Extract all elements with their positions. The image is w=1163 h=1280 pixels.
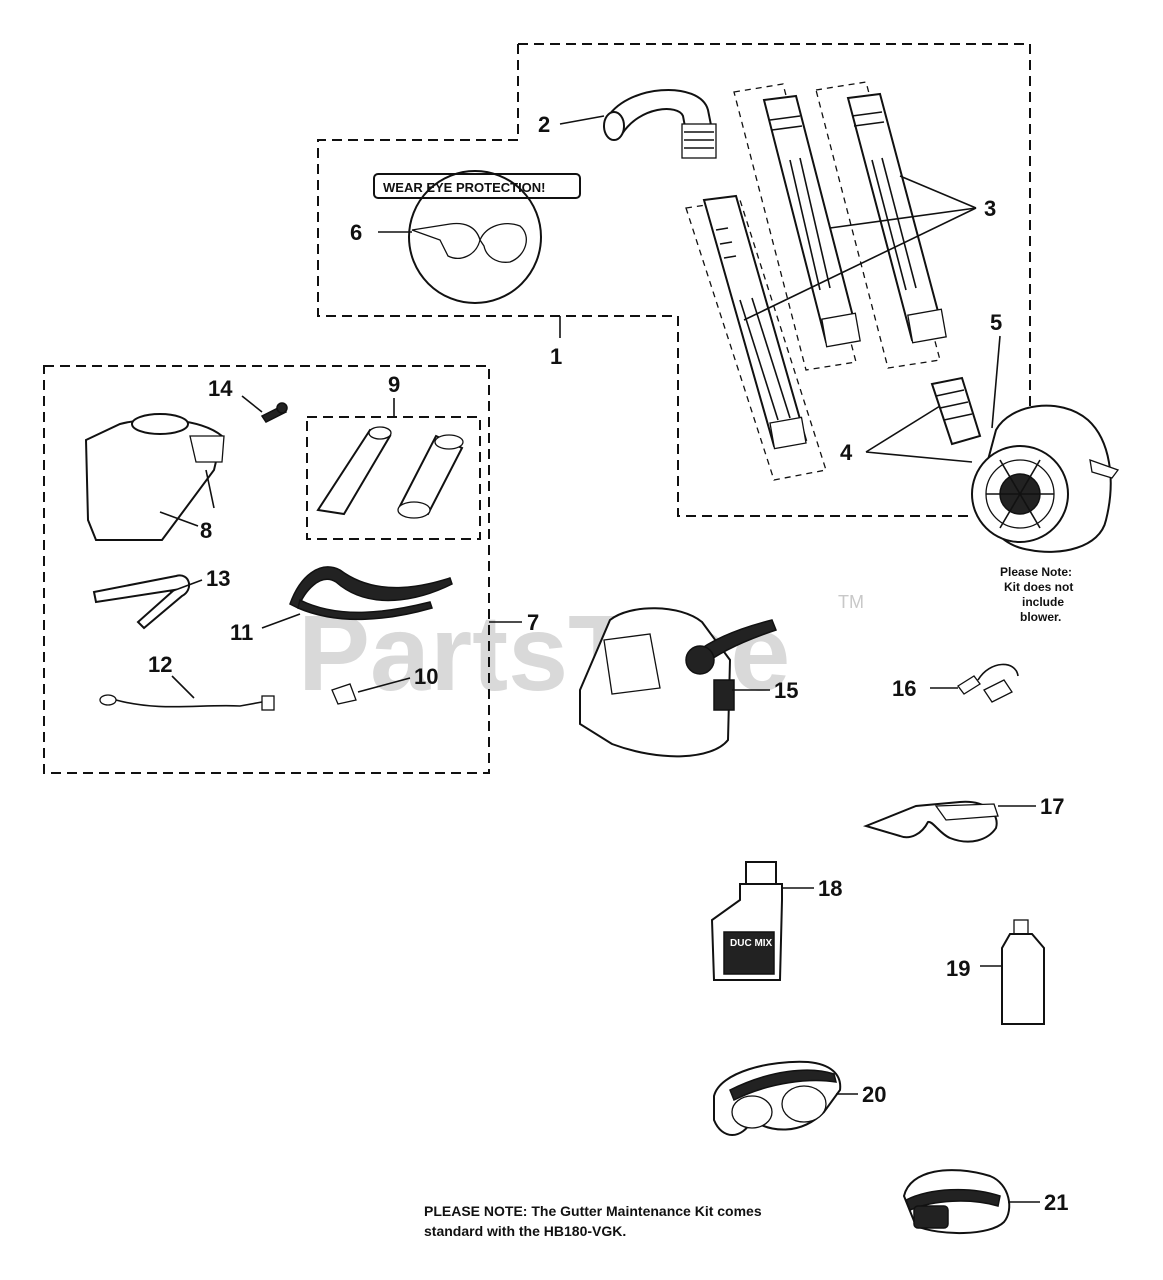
footer-note-line-1: PLEASE NOTE: The Gutter Maintenance Kit …: [424, 1203, 762, 1219]
fuel-can: [579, 607, 777, 758]
elbow-tube: [603, 88, 717, 159]
bottle-label: DUC MIX: [730, 938, 773, 949]
callout-18: 18: [818, 876, 842, 901]
part-12-leader: [171, 675, 195, 699]
safety-glasses: [862, 800, 999, 843]
callout-2: 2: [538, 112, 550, 137]
callout-12: 12: [148, 652, 172, 677]
callout-9: 9: [388, 372, 400, 397]
blower-note-line-3: include: [1022, 595, 1064, 609]
part-11-leader: [261, 613, 301, 629]
part-3-leader-c: [743, 207, 977, 321]
warning-label: WEAR EYE PROTECTION!: [383, 180, 546, 195]
part-5-leader: [991, 335, 1001, 429]
blower-nozzle: [930, 376, 982, 446]
callout-11: 11: [230, 620, 253, 645]
part-4-leader-b: [865, 451, 973, 463]
nozzle-tips: [316, 426, 464, 519]
tube-guide-1: [733, 83, 857, 371]
part-13-leader: [169, 579, 203, 593]
gutter-hood: [84, 413, 225, 541]
part-4-leader-a: [865, 405, 941, 453]
part-3-leader-a: [899, 175, 977, 209]
kit-1-boundary: [317, 43, 1031, 517]
callout-3: 3: [984, 196, 996, 221]
callout-10: 10: [414, 664, 438, 689]
oil-mix-bottle: DUC MIX: [710, 861, 783, 981]
watermark-trademark: TM: [838, 592, 864, 612]
callout-4: 4: [840, 440, 853, 465]
kit-7-boundary: [43, 365, 490, 774]
callout-8: 8: [200, 518, 212, 543]
callout-7: 7: [527, 610, 539, 635]
tube-guide-2: [815, 81, 941, 369]
part-2-leader: [559, 115, 605, 125]
blower-note-line-2: Kit does not: [1004, 580, 1073, 594]
callout-21: 21: [1044, 1190, 1068, 1215]
ear-muffs: [902, 1169, 1011, 1234]
extension-tube-a: [702, 194, 808, 450]
callout-5: 5: [990, 310, 1002, 335]
callout-1: 1: [550, 344, 562, 369]
shoulder-strap: [289, 566, 453, 621]
footer-note-line-2: standard with the HB180-VGK.: [424, 1223, 626, 1239]
callout-19: 19: [946, 956, 970, 981]
part-8-leader: [159, 511, 199, 527]
part-14-leader: [241, 395, 263, 413]
extension-tube-b: [762, 94, 861, 348]
earplugs: [957, 663, 1019, 703]
callout-14: 14: [208, 376, 233, 401]
extension-tube-c: [846, 92, 947, 344]
gutter-hook: [92, 574, 191, 630]
part-10-leader: [357, 677, 411, 693]
callout-15: 15: [774, 678, 798, 703]
clip: [331, 683, 357, 705]
part-3-leader-b: [829, 207, 977, 229]
blower-note-line-1: Please Note:: [1000, 565, 1072, 579]
screw: [260, 402, 288, 423]
tether-cable: [99, 694, 275, 711]
small-oil-bottle: [1001, 919, 1045, 1025]
blower-unit: [971, 404, 1120, 553]
warning-decal: WEAR EYE PROTECTION!: [373, 170, 581, 304]
callout-6: 6: [350, 220, 362, 245]
callout-13: 13: [206, 566, 230, 591]
callout-20: 20: [862, 1082, 886, 1107]
blower-note-line-4: blower.: [1020, 610, 1061, 624]
callout-16: 16: [892, 676, 916, 701]
callout-17: 17: [1040, 794, 1064, 819]
goggles: [713, 1060, 842, 1136]
